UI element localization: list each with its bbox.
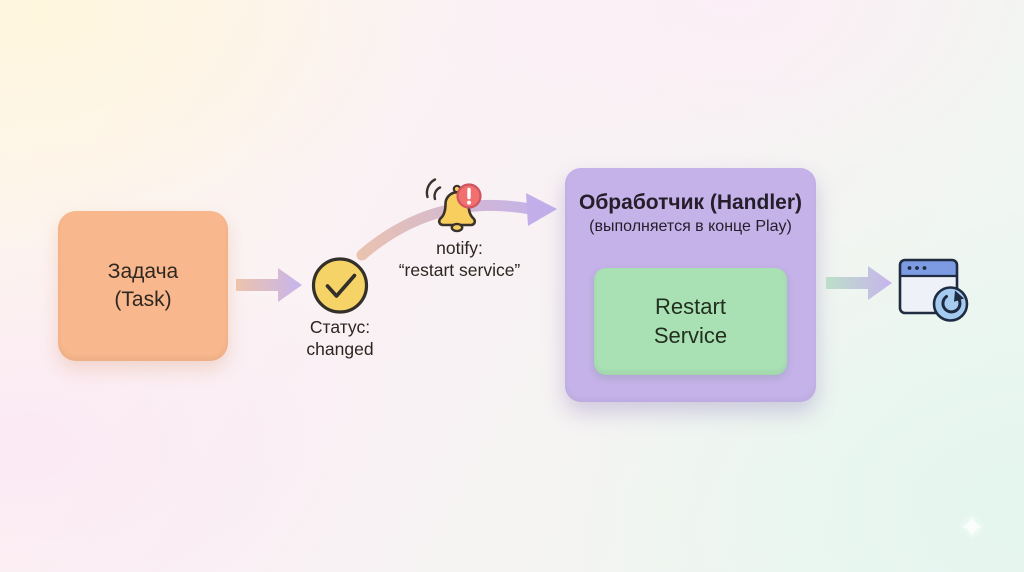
arrow-handler-to-result-icon xyxy=(826,266,892,300)
notification-bell-icon xyxy=(425,178,482,233)
restart-service-node: Restart Service xyxy=(594,268,787,375)
arrow-task-to-status-icon xyxy=(236,268,302,302)
status-label-line1: Статус: xyxy=(309,317,371,337)
handler-node: Обработчик (Handler) (выполняется в конц… xyxy=(565,168,816,402)
restart-service-line2: Service xyxy=(653,322,728,348)
sparkle-watermark-icon: ✦ xyxy=(958,509,987,547)
status-label: Статус: changed xyxy=(255,316,425,360)
restart-service-line1: Restart xyxy=(655,294,726,320)
check-circle-icon xyxy=(311,257,369,314)
handler-subtitle: (выполняется в конце Play) xyxy=(589,218,792,236)
notify-label-line1: notify: xyxy=(436,238,483,258)
alert-badge-icon xyxy=(456,183,482,209)
task-label-line1: Задача xyxy=(107,260,179,284)
notify-label-line2: “restart service” xyxy=(398,260,521,281)
refresh-badge-icon xyxy=(932,286,969,322)
task-label-line2: (Task) xyxy=(114,288,172,311)
browser-refresh-icon xyxy=(898,258,969,322)
handler-title: Обработчик (Handler) xyxy=(579,191,802,214)
notify-label: notify: “restart service” xyxy=(352,237,567,281)
task-node: Задача (Task) xyxy=(58,211,228,361)
status-label-line2: changed xyxy=(306,339,374,360)
curved-notify-arrow-icon xyxy=(356,193,557,261)
